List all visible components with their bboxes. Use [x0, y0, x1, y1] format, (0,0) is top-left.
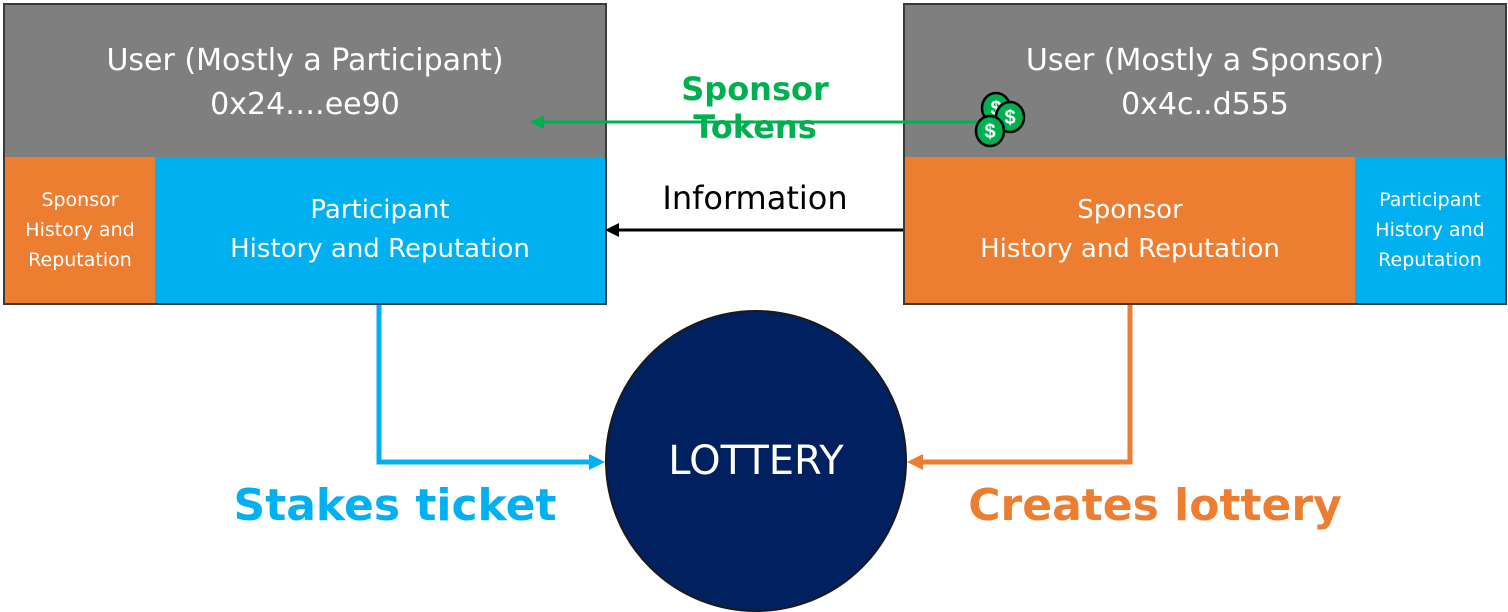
participant-rep-line1: Participant	[310, 195, 450, 225]
participant-user-box: User (Mostly a Participant) 0x24….ee90 S…	[3, 3, 607, 305]
sponsor-participant-reputation-cell: Participant History and Reputation	[1355, 157, 1505, 303]
sponsor-participant-rep-line3: Reputation	[1378, 249, 1482, 271]
creates-lottery-label: Creates lottery	[968, 480, 1342, 531]
participant-header: User (Mostly a Participant) 0x24….ee90	[5, 5, 605, 157]
information-arrowhead	[605, 223, 619, 237]
sponsor-participant-rep-line2: History and	[1375, 219, 1485, 241]
information-label: Information	[662, 179, 848, 217]
participant-rep-line2: History and Reputation	[230, 234, 530, 264]
stakes-arrowhead	[589, 454, 605, 470]
sponsor-rep-line2: History and Reputation	[980, 234, 1280, 264]
creates-arrow-line	[920, 305, 1133, 465]
stakes-arrow-line	[376, 305, 592, 465]
sponsor-tokens-arrowhead	[530, 115, 544, 129]
lottery-circle: LOTTERY	[605, 310, 907, 612]
sponsor-tokens-label: Sponsor Tokens	[640, 70, 870, 146]
creates-arrowhead	[907, 454, 923, 470]
participant-sponsor-rep-line2: History and	[25, 219, 135, 241]
participant-address: 0x24….ee90	[210, 87, 400, 122]
svg-text:$: $	[1004, 107, 1015, 129]
sponsor-rep-line1: Sponsor	[1077, 195, 1183, 225]
participant-sponsor-rep-line1: Sponsor	[41, 189, 119, 211]
sponsor-participant-rep-line1: Participant	[1379, 189, 1481, 211]
coins-icon: $ $ $	[974, 91, 1026, 148]
svg-text:$: $	[984, 121, 995, 143]
sponsor-reputation-cell: Sponsor History and Reputation	[905, 157, 1355, 303]
sponsor-tokens-line1: Sponsor	[681, 70, 829, 108]
sponsor-address: 0x4c..d555	[1121, 87, 1289, 122]
participant-title: User (Mostly a Participant)	[106, 43, 504, 78]
participant-sponsor-reputation-cell: Sponsor History and Reputation	[5, 157, 155, 303]
lottery-label: LOTTERY	[668, 438, 844, 484]
svg-text:$: $	[990, 98, 1001, 120]
sponsor-tokens-line2: Tokens	[693, 108, 817, 146]
sponsor-title: User (Mostly a Sponsor)	[1025, 43, 1385, 78]
participant-reputation-cell: Participant History and Reputation	[155, 157, 605, 303]
stakes-ticket-label: Stakes ticket	[233, 480, 557, 531]
participant-sponsor-rep-line3: Reputation	[28, 249, 132, 271]
